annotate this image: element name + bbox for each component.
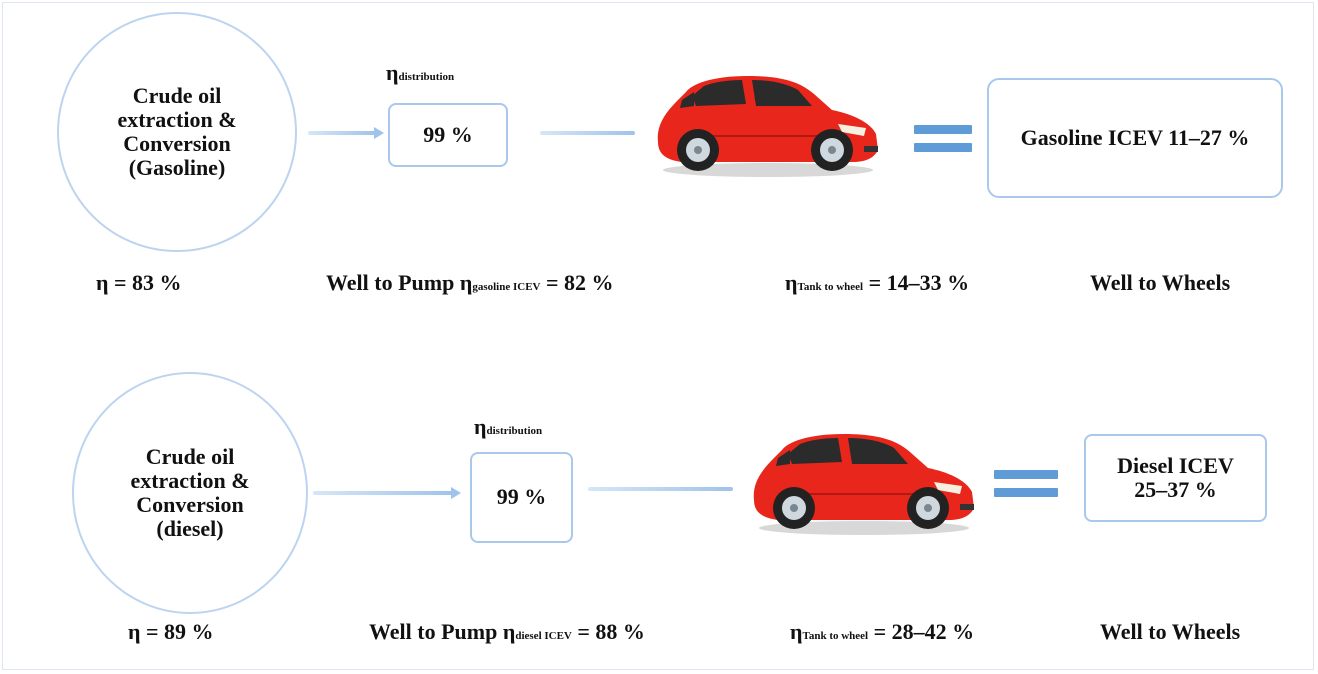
arrow-extraction-to-distribution-diesel xyxy=(313,487,461,499)
distribution-box-diesel: 99 % xyxy=(470,452,573,543)
circle-line: Conversion xyxy=(123,131,231,156)
extraction-circle-diesel: Crude oil extraction & Conversion (diese… xyxy=(72,372,308,614)
circle-line: (diesel) xyxy=(156,516,224,542)
circle-line: extraction & xyxy=(117,106,237,132)
red-hatchback-car-icon xyxy=(657,76,878,177)
equals-sign-icon xyxy=(914,125,972,155)
connector-distribution-to-car-diesel xyxy=(588,487,733,491)
circle-line: extraction & xyxy=(130,467,250,493)
distribution-eta-label-diesel: ηdistribution xyxy=(474,414,543,439)
equals-sign-icon xyxy=(994,470,1058,500)
extraction-eta-diesel: η = 89 % xyxy=(128,619,214,644)
arrow-extraction-to-distribution xyxy=(308,127,384,139)
well-to-pump-gasoline: Well to Pump ηgasoline ICEV = 82 % xyxy=(326,270,614,295)
connector-distribution-to-car xyxy=(540,131,635,135)
red-hatchback-car-icon xyxy=(753,434,974,535)
result-text: Diesel ICEV 25–37 % xyxy=(1117,452,1234,502)
distribution-value: 99 % xyxy=(423,121,473,147)
extraction-circle-gasoline: Crude oil extraction & Conversion (Gasol… xyxy=(57,12,297,252)
result-text: Gasoline ICEV 11–27 % xyxy=(1020,124,1250,150)
well-to-pump-diesel: Well to Pump ηdiesel ICEV = 88 % xyxy=(369,619,645,644)
extraction-eta-gasoline: η = 83 % xyxy=(96,270,182,295)
result-box-diesel: Diesel ICEV 25–37 % xyxy=(1084,434,1267,522)
distribution-value: 99 % xyxy=(496,484,547,510)
circle-line: Conversion xyxy=(136,492,244,517)
tank-to-wheel-diesel: ηTank to wheel = 28–42 % xyxy=(790,619,975,644)
distribution-eta-label: ηdistribution xyxy=(386,60,455,85)
tank-to-wheel-gasoline: ηTank to wheel = 14–33 % xyxy=(785,270,970,295)
result-box-gasoline: Gasoline ICEV 11–27 % xyxy=(987,78,1283,198)
circle-line: (Gasoline) xyxy=(128,155,226,181)
distribution-box-gasoline: 99 % xyxy=(388,103,508,167)
circle-line: Crude oil xyxy=(145,443,235,469)
circle-line: Crude oil xyxy=(132,82,222,108)
well-to-wheels-gasoline: Well to Wheels xyxy=(1090,270,1231,295)
well-to-wheels-diesel: Well to Wheels xyxy=(1100,619,1241,644)
